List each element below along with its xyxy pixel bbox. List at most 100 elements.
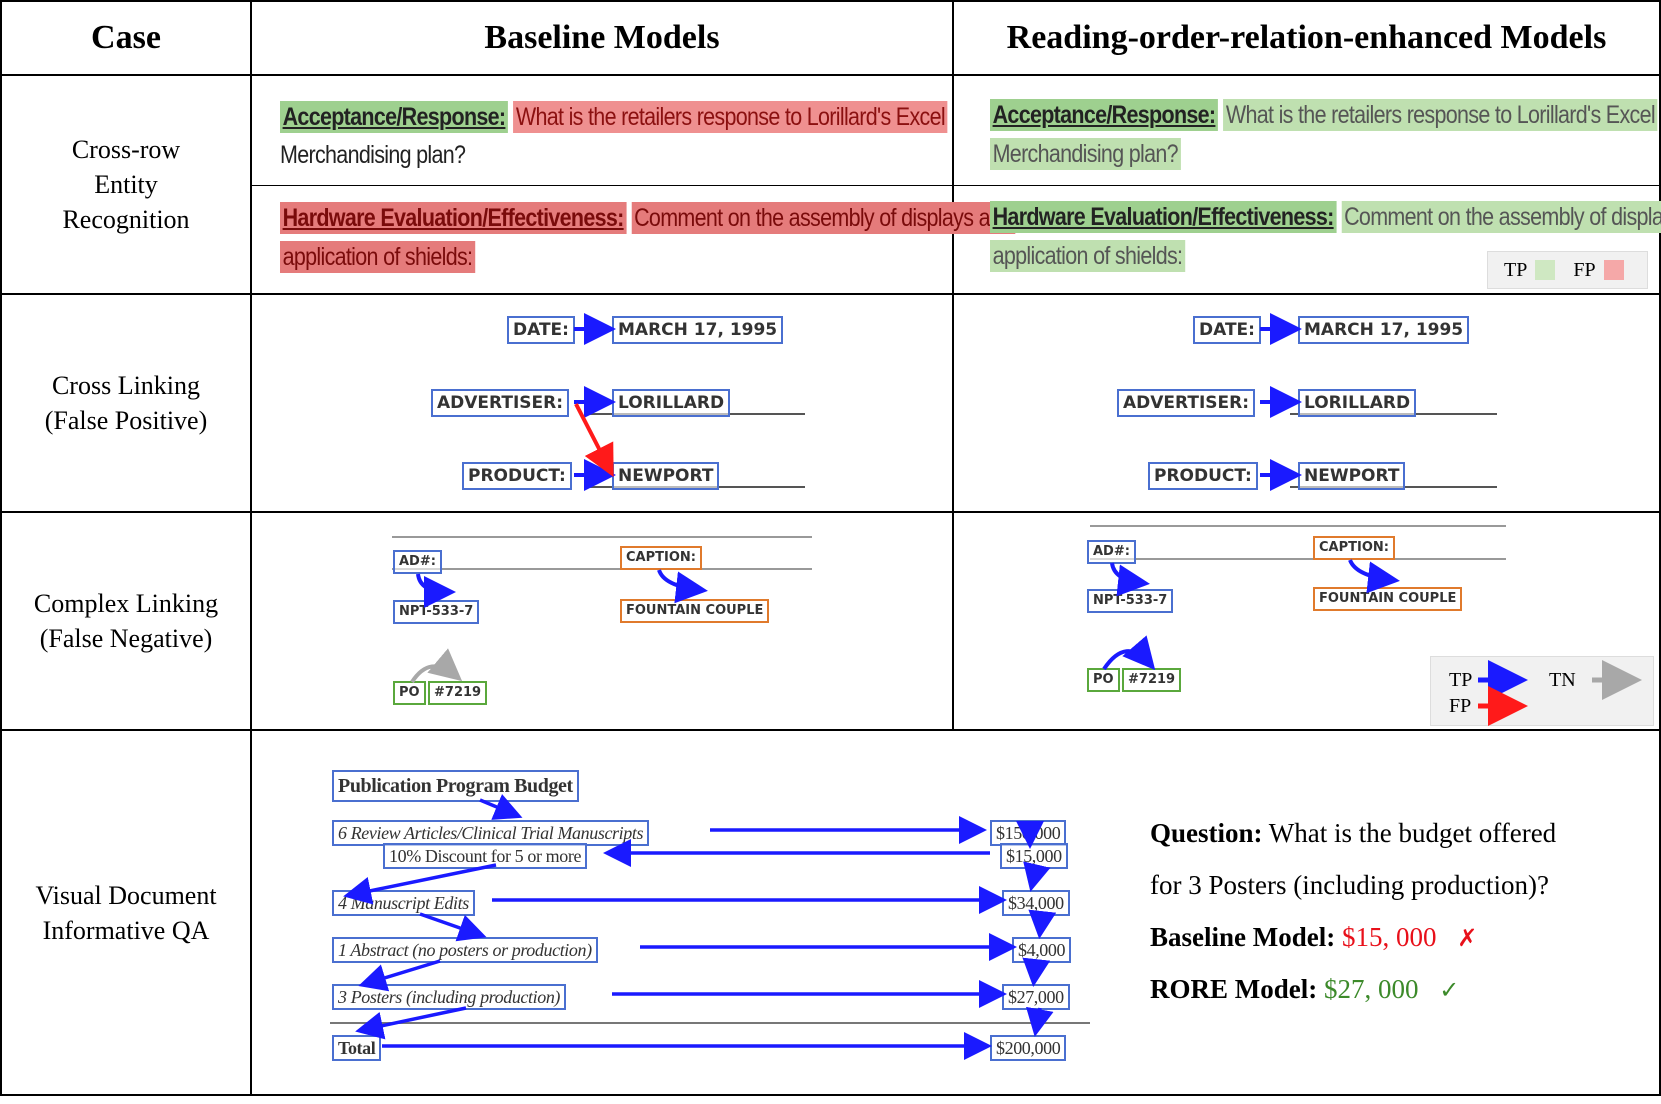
- tp-arrow: [416, 573, 456, 608]
- tp-arrow: [1110, 562, 1150, 597]
- case-col-border: [250, 0, 252, 1096]
- enhanced-po-value: #7219: [1122, 668, 1182, 692]
- case-label-entity: Cross-row Entity Recognition: [62, 135, 190, 234]
- baseline-ad-value: NPT-533-7: [393, 600, 480, 624]
- entity-value-tp: What is the retailers response to Lorill…: [1223, 99, 1658, 131]
- baseline-po-value: #7219: [428, 681, 488, 705]
- baseline-caption-value: FOUNTAIN COUPLE: [620, 599, 770, 623]
- qa-item-0: 6 Review Articles/Clinical Trial Manuscr…: [332, 820, 650, 846]
- entity-key-hardware-fp: Hardware Evaluation/Effectiveness:: [280, 202, 627, 234]
- row2-bottom-border: [0, 511, 1661, 513]
- tp-arrow: [1022, 957, 1051, 987]
- tp-arrow: [1028, 909, 1057, 939]
- entity-value-hardware-tp: Comment on the assembly of displays and: [1341, 201, 1661, 233]
- baseline-entity-line1: Acceptance/Response: What is the retaile…: [280, 100, 948, 134]
- legend-tp-label: TP: [1449, 669, 1473, 691]
- entity-value-fp: What is the retailers response to Lorill…: [513, 101, 948, 133]
- baseline-col-border: [952, 0, 954, 730]
- case-label-complex: Complex Linking (False Negative): [33, 589, 219, 653]
- legend-tn-label: TN: [1549, 669, 1576, 691]
- qa-item-5: Total: [332, 1035, 382, 1061]
- question-text-a: What is the budget offered: [1268, 818, 1557, 848]
- entity-value-hardware-fp: Comment on the assembly of displays and: [631, 202, 1015, 234]
- entity-split-left: [251, 185, 954, 186]
- baseline-answer-line: Baseline Model: $15, 000 ✗: [1150, 922, 1477, 953]
- entity-key-hardware-tp: Hardware Evaluation/Effectiveness:: [990, 201, 1337, 233]
- enhanced-entity-line3: Hardware Evaluation/Effectiveness: Comme…: [990, 200, 1661, 234]
- qa-value-4: $27,000: [1002, 984, 1070, 1010]
- question-text-b: for 3 Posters (including production)?: [1150, 870, 1549, 900]
- enhanced-advertiser-key: ADVERTISER:: [1117, 389, 1256, 417]
- qa-value-3: $4,000: [1012, 937, 1072, 963]
- enhanced-product-key: PRODUCT:: [1148, 462, 1258, 490]
- header-bottom-border: [0, 74, 1661, 76]
- right-mark-icon: ✓: [1439, 976, 1460, 1004]
- baseline-po-key: PO: [393, 681, 426, 705]
- case-label-qa: Visual Document Informative QA: [35, 880, 217, 945]
- entity-key-acceptance: Acceptance/Response:: [280, 101, 508, 133]
- form-line: [1090, 558, 1506, 560]
- tp-arrow: [657, 569, 708, 604]
- linking-legend: TP TN FP: [1430, 656, 1654, 726]
- qa-item-1: 10% Discount for 5 or more: [383, 843, 588, 869]
- baseline-product-key: PRODUCT:: [462, 462, 572, 490]
- baseline-date-value: MARCH 17, 1995: [612, 316, 784, 344]
- table-left-border: [0, 0, 2, 1096]
- legend-fp-label: FP: [1573, 258, 1596, 281]
- enhanced-entity-line4: application of shields:: [990, 239, 1185, 273]
- enhanced-date-key: DATE:: [1193, 316, 1261, 344]
- baseline-caption-key: CAPTION:: [620, 546, 702, 570]
- baseline-advertiser-value: LORILLARD: [612, 389, 731, 417]
- entity-legend: TP FP: [1487, 251, 1648, 289]
- legend-tp-swatch: [1535, 260, 1556, 280]
- enhanced-date-value: MARCH 17, 1995: [1298, 316, 1470, 344]
- rore-answer-value: $27, 000: [1323, 974, 1419, 1004]
- tp-arrow: [1102, 635, 1156, 671]
- header-case: Case: [91, 19, 161, 56]
- row1-bottom-border: [0, 293, 1661, 295]
- qa-item-3: 1 Abstract (no posters or production): [332, 937, 598, 963]
- entity-value-tp: Merchandising plan?: [990, 138, 1181, 170]
- qa-value-1: $15,000: [1000, 843, 1068, 869]
- qa-item-2: 4 Manuscript Edits: [332, 890, 475, 916]
- table-top-border: [0, 0, 1661, 2]
- baseline-product-value: NEWPORT: [612, 462, 720, 490]
- form-line: [1090, 525, 1506, 527]
- qa-title-box: Publication Program Budget: [332, 770, 579, 802]
- baseline-advertiser-key: ADVERTISER:: [431, 389, 570, 417]
- rore-answer-label: RORE Model:: [1150, 974, 1318, 1004]
- form-line: [392, 536, 812, 538]
- baseline-ad-key: AD#:: [393, 550, 442, 574]
- doc-rule: [330, 1022, 1090, 1024]
- entity-key-acceptance: Acceptance/Response:: [990, 99, 1218, 131]
- enhanced-po-key: PO: [1087, 668, 1120, 692]
- row3-bottom-border: [0, 729, 1661, 731]
- baseline-entity-line4: application of shields:: [280, 240, 475, 274]
- qa-value-5: $200,000: [990, 1035, 1067, 1061]
- legend-fp-label: FP: [1449, 695, 1472, 717]
- baseline-date-key: DATE:: [507, 316, 575, 344]
- qa-item-4: 3 Posters (including production): [332, 984, 567, 1010]
- entity-value-missed: Merchandising plan?: [280, 141, 466, 169]
- rore-answer-line: RORE Model: $27, 000 ✓: [1150, 974, 1459, 1005]
- header-baseline: Baseline Models: [484, 19, 720, 56]
- tp-arrow: [419, 912, 487, 942]
- enhanced-entity-line1: Acceptance/Response: What is the retaile…: [990, 98, 1658, 132]
- tp-arrow: [358, 959, 441, 992]
- form-line: [392, 568, 812, 570]
- tp-arrow: [355, 1006, 467, 1040]
- question-label: Question:: [1150, 818, 1263, 848]
- baseline-answer-label: Baseline Model:: [1150, 922, 1336, 952]
- question-line-1: Question: What is the budget offered: [1150, 818, 1556, 849]
- enhanced-caption-key: CAPTION:: [1313, 536, 1395, 560]
- legend-fp-swatch: [1603, 260, 1624, 280]
- enhanced-advertiser-value: LORILLARD: [1298, 389, 1417, 417]
- enhanced-entity-line2: Merchandising plan?: [990, 137, 1181, 171]
- entity-split-right: [953, 185, 1661, 186]
- question-line-2: for 3 Posters (including production)?: [1150, 870, 1549, 901]
- tp-arrow: [1023, 861, 1051, 892]
- entity-value-shields-fp: application of shields:: [280, 241, 475, 273]
- tp-arrow: [1025, 1006, 1054, 1037]
- table-right-border: [1659, 0, 1661, 1096]
